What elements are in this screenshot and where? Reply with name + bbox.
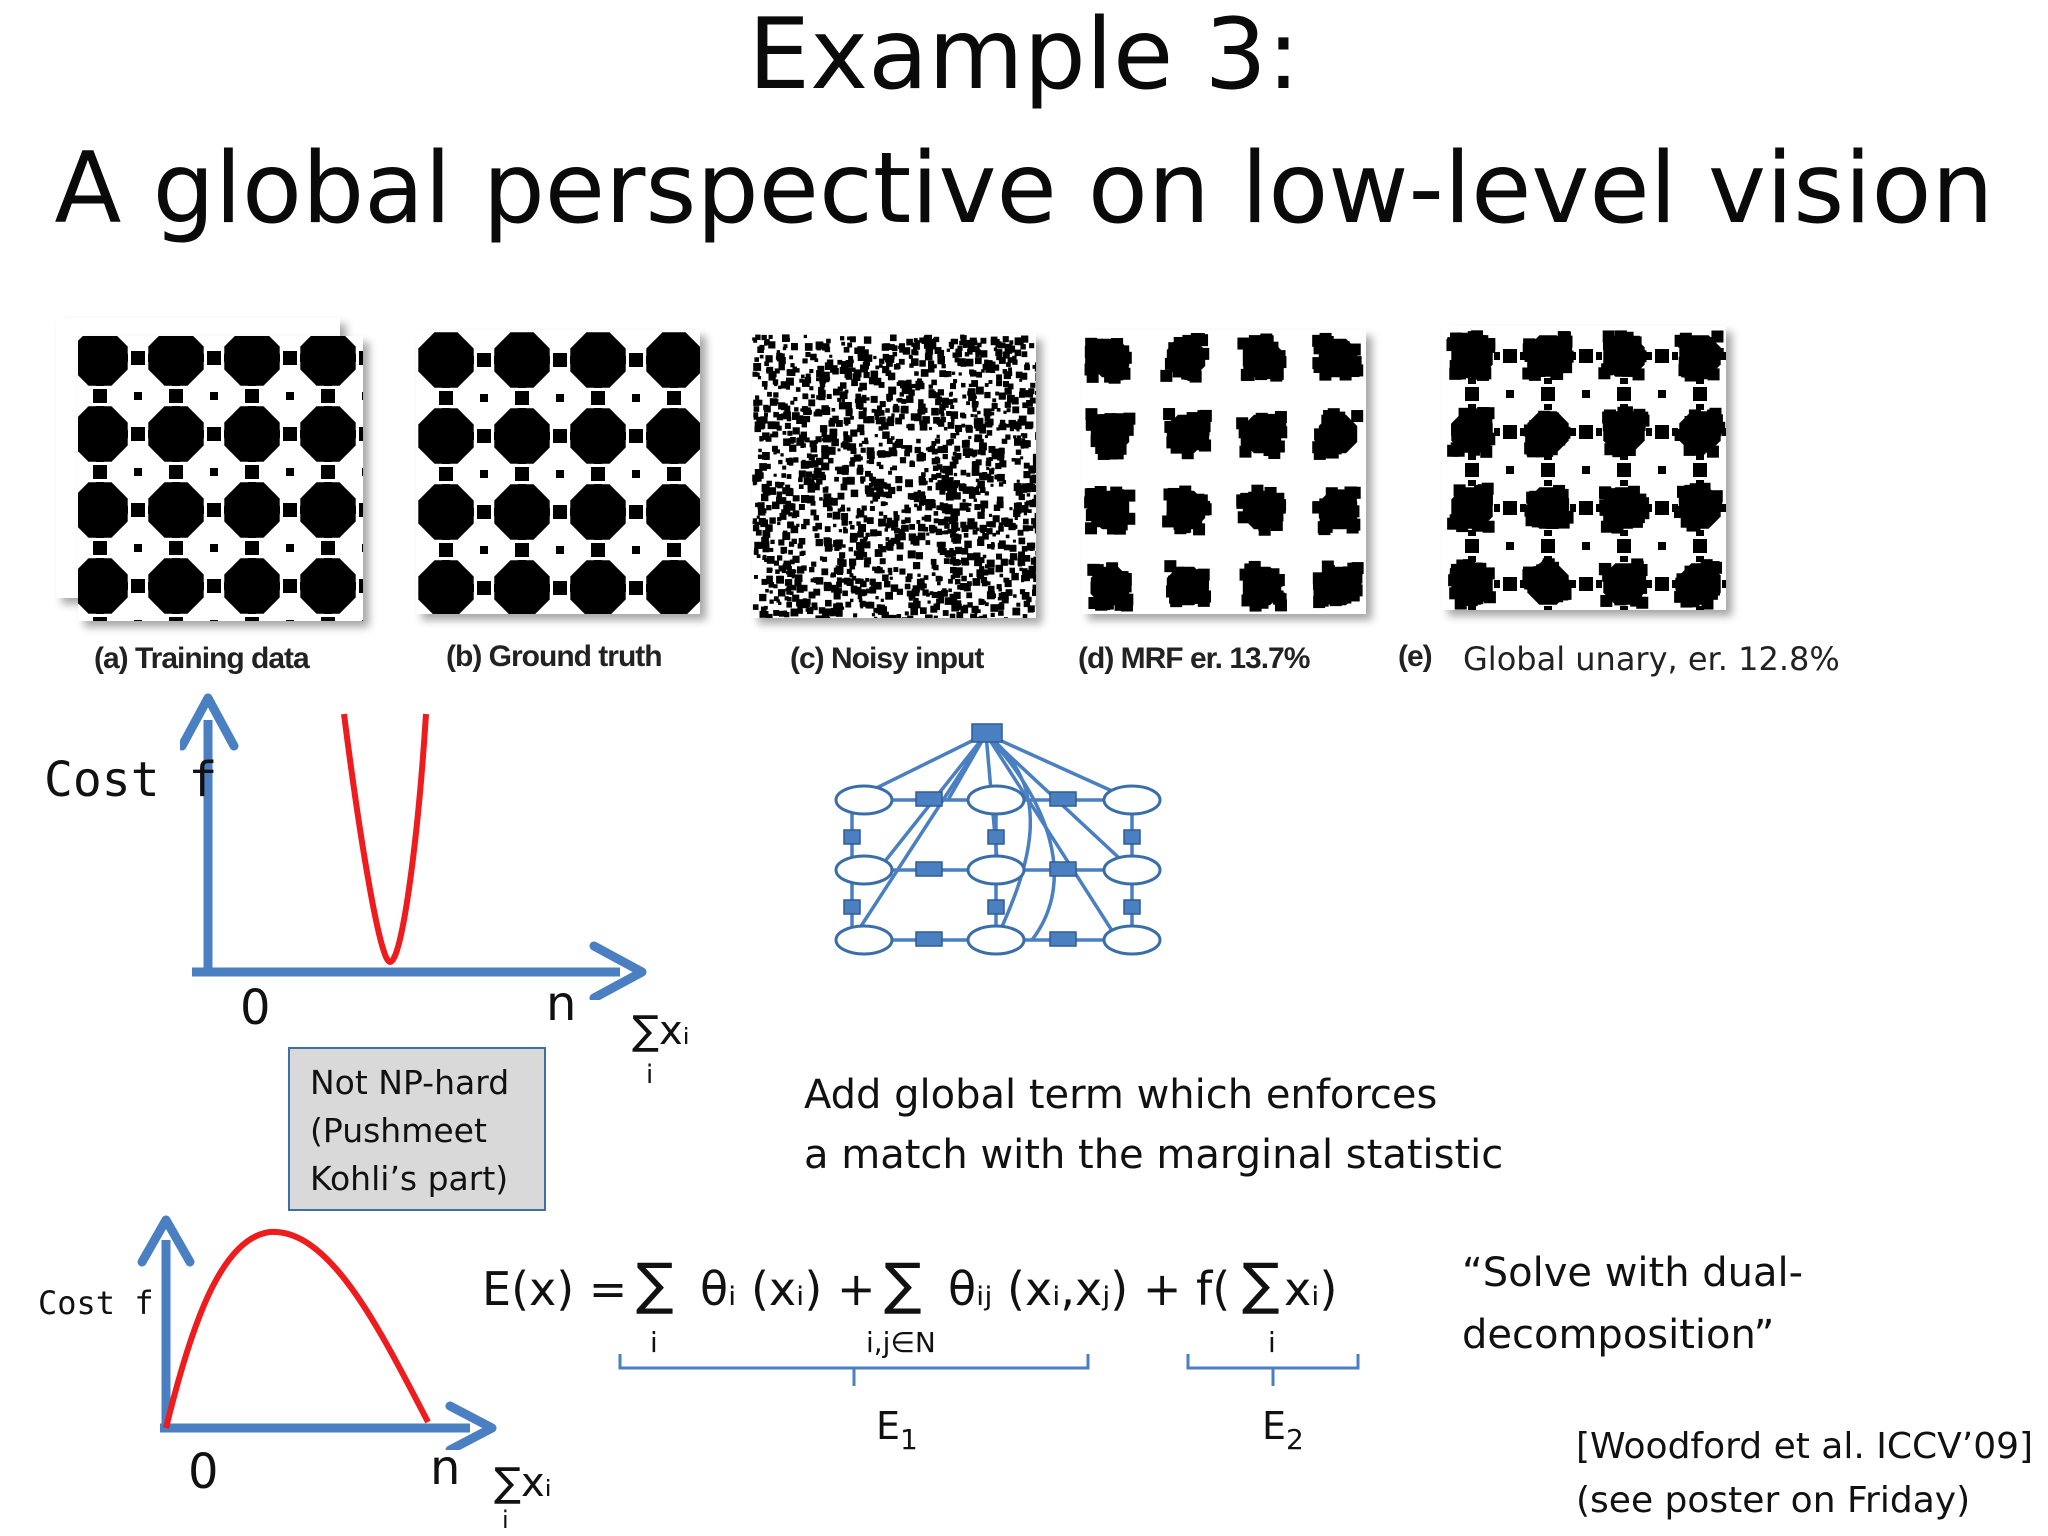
top-plot-cost-curve — [341, 713, 429, 966]
not-np-hard-box: Not NP-hard (Pushmeet Kohli’s part) — [288, 1047, 546, 1211]
bottom-plot-x-axis — [160, 1401, 497, 1450]
bottom-plot-ylabel: Cost f — [38, 1284, 154, 1322]
np-box-line3: Kohli’s part) — [310, 1159, 509, 1198]
equation-braces — [618, 1354, 1360, 1386]
factor-graph-diagram — [834, 723, 1162, 956]
top-cost-plot — [180, 693, 647, 1000]
global-unary-result-image — [1442, 326, 1726, 610]
bottom-cost-plot — [137, 1215, 497, 1450]
brace-e1-label: E1 — [876, 1404, 918, 1456]
caption-d: (d) MRF er. 13.7% — [1078, 642, 1310, 675]
equation-sum3-symbol: ∑ — [1242, 1252, 1280, 1317]
top-plot-xlabel-sub: i — [646, 1060, 654, 1090]
brace-e2-label: E2 — [1262, 1404, 1304, 1456]
ground-truth-image — [416, 330, 700, 614]
reference-line2: (see poster on Friday) — [1576, 1480, 1971, 1521]
top-plot-x-origin: 0 — [240, 980, 271, 1036]
top-plot-ylabel: Cost f — [44, 752, 218, 808]
top-plot-y-axis — [180, 693, 239, 972]
bottom-plot-xlabel-sub: i — [502, 1506, 509, 1534]
top-plot-x-axis — [192, 941, 647, 1000]
top-plot-xlabel: ∑xᵢ — [632, 1008, 690, 1054]
caption-c: (c) Noisy input — [790, 642, 984, 675]
brace-e1 — [618, 1354, 1090, 1386]
equation-sum3-sub: i — [1268, 1326, 1276, 1359]
caption-b: (b) Ground truth — [446, 640, 663, 673]
equation-lhs: E(x) = — [482, 1262, 628, 1316]
reference-line1: [Woodford et al. ICCV’09] — [1576, 1426, 2034, 1467]
caption-e: Global unary, er. 12.8% — [1463, 640, 1840, 678]
equation-term2: θᵢⱼ (xᵢ,xⱼ) + f( — [948, 1262, 1231, 1316]
solve-note-line1: “Solve with dual- — [1462, 1250, 1804, 1296]
top-plot-x-end: n — [546, 976, 577, 1032]
bottom-plot-y-axis — [137, 1215, 195, 1428]
global-term-line2: a match with the marginal statistic — [804, 1132, 1504, 1178]
solve-note-line2: decomposition” — [1462, 1312, 1775, 1358]
bottom-plot-cost-curve — [163, 1228, 431, 1429]
bottom-plot-x-end: n — [430, 1440, 461, 1496]
brace-e2 — [1186, 1354, 1360, 1386]
noisy-input-image — [752, 334, 1036, 618]
caption-a: (a) Training data — [94, 642, 310, 675]
global-term-line1: Add global term which enforces — [804, 1072, 1438, 1118]
equation-term1: θᵢ (xᵢ) + — [700, 1262, 876, 1316]
equation-sum1-sub: i — [650, 1326, 658, 1359]
slide-title-line2: A global perspective on low-level vision — [54, 132, 1994, 246]
np-box-line2: (Pushmeet — [310, 1111, 487, 1150]
equation-term3: xᵢ) — [1284, 1262, 1338, 1316]
bottom-plot-xlabel: ∑xᵢ — [494, 1460, 552, 1506]
equation-sum2-sub: i,j∈N — [866, 1326, 936, 1359]
np-box-line1: Not NP-hard — [310, 1063, 510, 1102]
caption-e-letter: (e) — [1398, 640, 1433, 673]
mrf-result-image — [1082, 330, 1366, 614]
equation-sum1-symbol: ∑ — [636, 1252, 674, 1317]
slide-title-line1: Example 3: — [748, 0, 1300, 112]
training-data-image — [78, 336, 363, 621]
bottom-plot-x-origin: 0 — [188, 1444, 219, 1500]
equation-sum2-symbol: ∑ — [884, 1252, 922, 1317]
